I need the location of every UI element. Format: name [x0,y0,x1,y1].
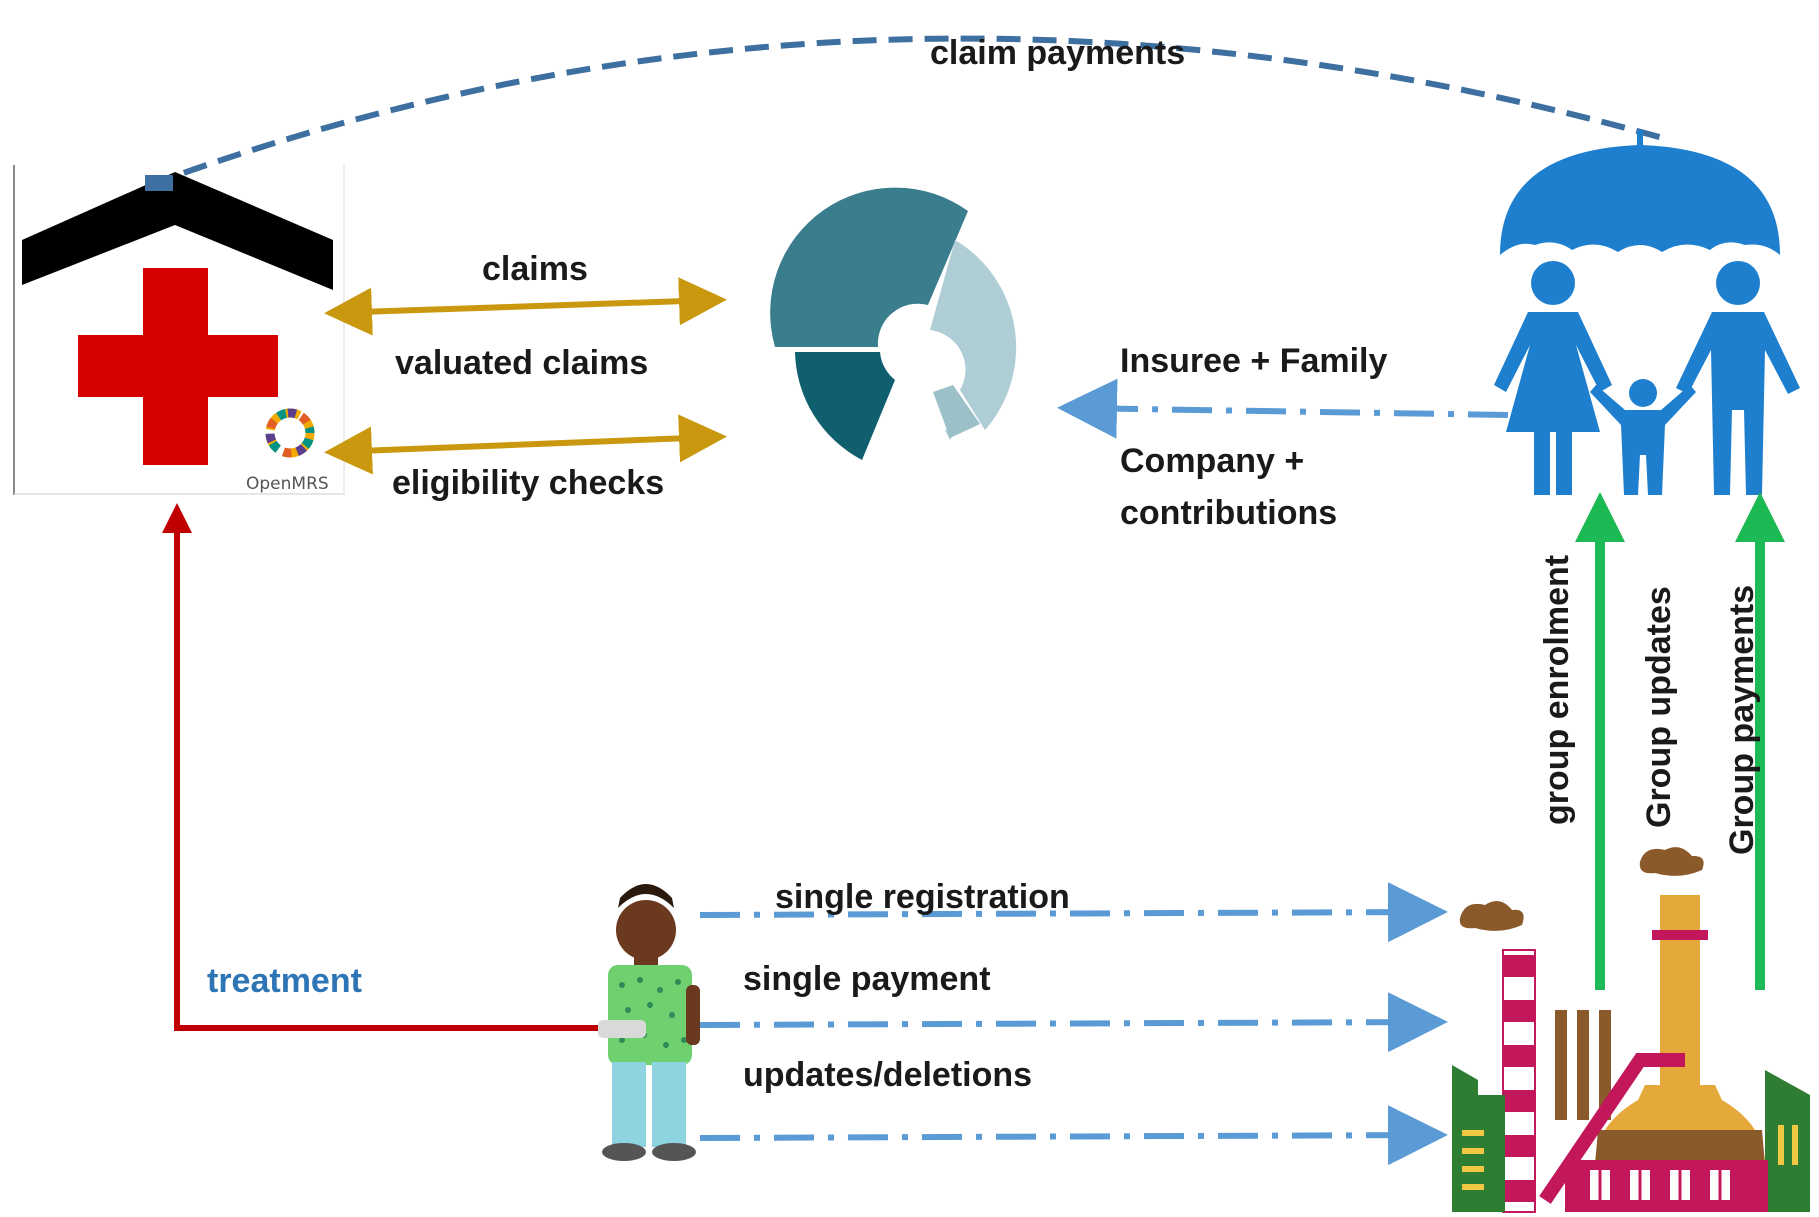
openimis-logo-icon [770,187,1017,460]
group-updates-label: Group updates [1640,586,1678,828]
patient-icon [598,884,700,1161]
group-enrolment-label: group enrolment [1538,555,1576,825]
updates-deletions-arrow [699,1105,1448,1166]
single-registration-arrow [699,882,1448,943]
single-registration-label: single registration [775,878,1070,916]
openmrs-label: OpenMRS [246,474,329,494]
valuated-claims-label: valuated claims [395,344,648,382]
insuree-family-label: Insuree + Family [1120,342,1387,380]
company-label-line2: contributions [1120,494,1337,532]
claims-arrow [324,277,727,336]
insured-family-icon [1494,261,1800,495]
updates-deletions-label: updates/deletions [743,1056,1032,1094]
treatment-arrow [162,503,600,1031]
eligibility-checks-label: eligibility checks [392,464,664,502]
claim-payments-label: claim payments [930,34,1185,72]
single-payment-label: single payment [743,960,991,998]
company-label-line1: Company + [1120,442,1304,480]
eligibility-arrow [324,414,727,475]
claims-label: claims [482,250,588,288]
single-payment-arrow [699,992,1448,1053]
insuree-family-arrow [1057,378,1509,439]
hospital-icon: OpenMRS [13,165,345,495]
umbrella-icon [1500,130,1780,255]
factory-icon [1452,847,1810,1213]
openmrs-logo-icon [265,408,315,458]
group-payments-label: Group payments [1723,585,1761,855]
claim-payments-arrow [148,35,1671,188]
treatment-label: treatment [207,962,362,1000]
